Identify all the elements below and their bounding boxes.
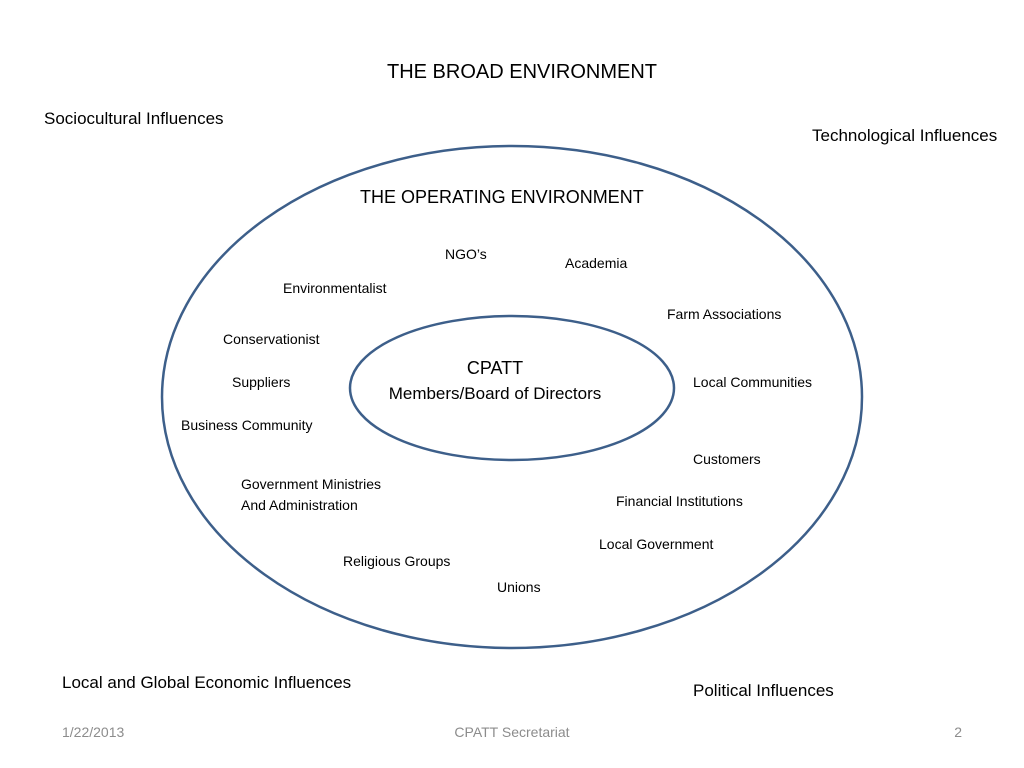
cpatt-core-ring [348,314,676,462]
stakeholder-government-administration: And Administration [241,497,358,513]
stakeholder-suppliers: Suppliers [232,374,291,390]
cpatt-core-subtitle: Members/Board of Directors [388,384,602,403]
stakeholder-academia: Academia [565,255,628,271]
footer-center: CPATT Secretariat [454,724,570,740]
cpatt-core-name: CPATT [466,358,524,378]
stakeholder-ngos: NGO’s [445,246,487,262]
stakeholder-local-communities: Local Communities [693,374,813,390]
operating-environment-title: THE OPERATING ENVIRONMENT [360,187,644,207]
slide-title: THE BROAD ENVIRONMENT [387,61,658,83]
stakeholder-business-community: Business Community [181,417,313,433]
operating-environment-ring [160,144,864,650]
sociocultural-influences-label: Sociocultural Influences [44,109,224,128]
stakeholder-religious-groups: Religious Groups [343,553,451,569]
stakeholder-customers: Customers [693,451,761,467]
stakeholder-financial-institutions: Financial Institutions [616,493,743,509]
stakeholder-farm-associations: Farm Associations [667,306,782,322]
stakeholder-government-ministries: Government Ministries [241,476,382,492]
stakeholder-unions: Unions [497,579,541,595]
stakeholder-environmentalist: Environmentalist [283,280,387,296]
political-influences-label: Political Influences [693,681,834,700]
technological-influences-label: Technological Influences [812,126,998,145]
economic-influences-label: Local and Global Economic Influences [62,673,352,692]
stakeholder-local-government: Local Government [599,536,714,552]
footer-date: 1/22/2013 [62,724,125,740]
footer-page-number: 2 [954,724,962,740]
stakeholder-conservationist: Conservationist [223,331,320,347]
